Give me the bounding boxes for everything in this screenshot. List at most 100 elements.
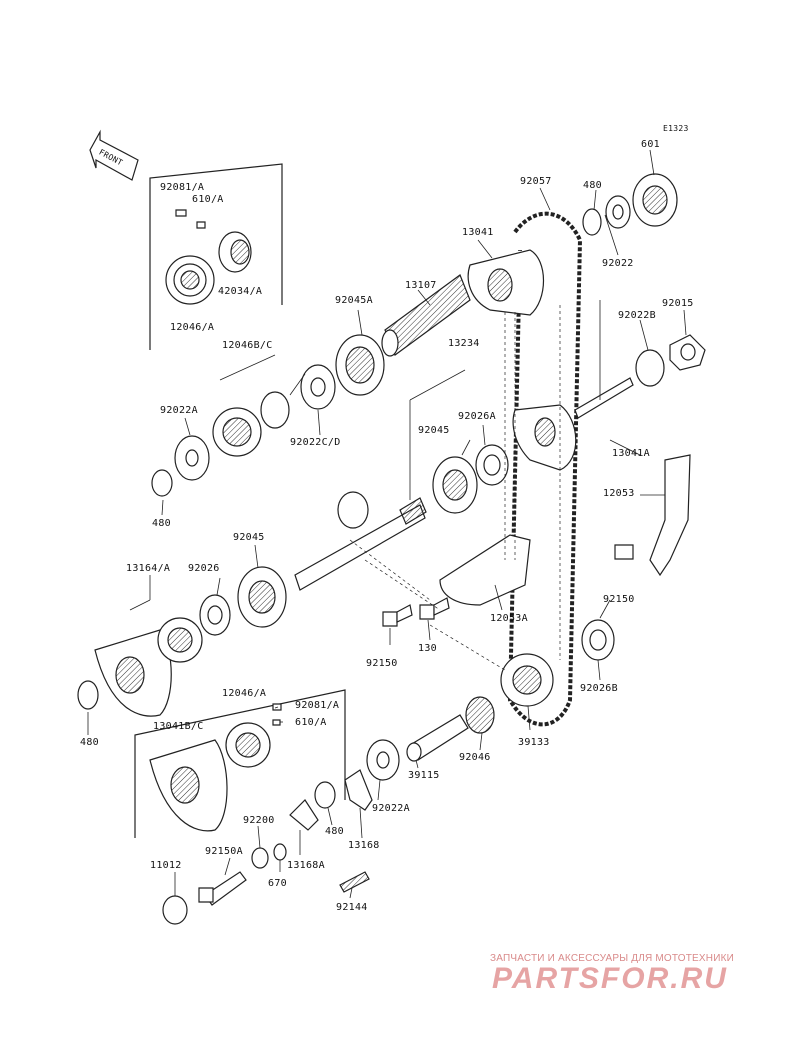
part-label-13168a: 13168A — [287, 860, 325, 871]
tensioner-arm-13041a — [513, 405, 576, 470]
group-frame-top — [150, 164, 282, 350]
cap-11012 — [163, 896, 187, 924]
part-label-92026b: 92026B — [580, 683, 618, 694]
part-label-92022cd: 92022C/D — [290, 437, 341, 448]
plate-13041bc — [150, 740, 227, 831]
part-label-92045-mid: 92045 — [418, 425, 450, 436]
shaft-39115 — [407, 715, 468, 761]
bracket-12053 — [615, 455, 690, 575]
alignment-lines — [350, 305, 560, 670]
part-label-92200: 92200 — [243, 815, 275, 826]
washer-92022-top — [606, 196, 630, 228]
plate-13164a — [95, 630, 171, 716]
tensioner-arm-13041 — [468, 250, 543, 315]
part-label-12046a-low: 12046/A — [222, 688, 267, 699]
part-label-39133: 39133 — [518, 737, 550, 748]
main-shaft — [295, 492, 426, 590]
seal-92026a — [476, 445, 508, 485]
part-label-92022a-low: 92022A — [372, 803, 410, 814]
washer-92026b — [582, 620, 614, 660]
sprocket-39133 — [501, 654, 553, 706]
part-label-92022-top: 92022 — [602, 258, 634, 269]
part-label-11012: 11012 — [150, 860, 182, 871]
part-label-480-lower: 480 — [80, 737, 99, 748]
plate-13168a — [290, 800, 318, 830]
sprocket-12046a-top — [166, 256, 214, 304]
part-label-92150-right: 92150 — [603, 594, 635, 605]
bolt-92081a-top — [176, 210, 186, 216]
washer-92022a-left — [175, 436, 209, 480]
part-label-13164a: 13164/A — [126, 563, 171, 574]
sprocket-13164a — [158, 618, 202, 662]
washer-92022a-low — [367, 740, 399, 780]
circlip-480-bottom — [315, 782, 335, 808]
part-label-92045a: 92045A — [335, 295, 373, 306]
part-label-92057: 92057 — [520, 176, 552, 187]
part-label-92026: 92026 — [188, 563, 220, 574]
bolt-92150-mid — [383, 605, 412, 626]
shaft-13107 — [382, 275, 470, 356]
group-frame-lower — [135, 690, 345, 838]
part-label-12053: 12053 — [603, 488, 635, 499]
shaft-13234 — [575, 378, 633, 418]
bearing-92045-mid — [433, 457, 477, 513]
part-label-610a-low: 610/A — [295, 717, 327, 728]
part-label-601: 601 — [641, 139, 660, 150]
circlip-480-left — [152, 470, 172, 496]
bolt-92150a — [199, 872, 246, 905]
part-label-480-bottom: 480 — [325, 826, 344, 837]
diagram-code: E1323 — [663, 124, 689, 133]
part-label-12046bc: 12046B/C — [222, 340, 273, 351]
part-label-12053a: 12053A — [490, 613, 528, 624]
washer-92022cd — [301, 365, 335, 409]
part-label-130: 130 — [418, 643, 437, 654]
circlip-480-top — [583, 209, 601, 235]
part-label-13041bc: 13041B/C — [153, 721, 204, 732]
watermark-tagline: ЗАПЧАСТИ И АКСЕССУАРЫ ДЛЯ МОТОТЕХНИКИ — [490, 953, 735, 964]
guide-12053a — [440, 535, 530, 605]
watermark-logo: PARTSFOR.RU — [492, 962, 728, 995]
leader-lines — [88, 150, 686, 898]
part-label-480-top: 480 — [583, 180, 602, 191]
part-label-12046a-top: 12046/A — [170, 322, 215, 333]
part-label-92015: 92015 — [662, 298, 694, 309]
circlip-480-lower — [78, 681, 98, 709]
bearing-92045a — [336, 335, 384, 395]
part-label-92150a: 92150A — [205, 846, 243, 857]
washer-92200 — [252, 848, 268, 868]
pin-610a-low — [273, 720, 280, 725]
front-arrow-icon — [90, 132, 138, 180]
part-label-92081a-top: 92081/A — [160, 182, 205, 193]
part-label-610a-top: 610/A — [192, 194, 224, 205]
bolt-130 — [420, 598, 449, 619]
part-label-92046: 92046 — [459, 752, 491, 763]
part-label-92081a-low: 92081/A — [295, 700, 340, 711]
ring-670 — [274, 844, 286, 860]
part-label-13234: 13234 — [448, 338, 480, 349]
part-label-92150-mid: 92150 — [366, 658, 398, 669]
bearing-601 — [633, 174, 677, 226]
bearing-92046 — [466, 697, 494, 733]
plate-13168 — [345, 770, 372, 810]
part-label-13168: 13168 — [348, 840, 380, 851]
pin-610a-top — [197, 222, 205, 228]
bearing-92045-low — [238, 567, 286, 627]
sprocket-12046bc — [213, 392, 289, 456]
part-label-42034a: 42034/A — [218, 286, 263, 297]
part-label-13041a: 13041A — [612, 448, 650, 459]
part-label-480-left: 480 — [152, 518, 171, 529]
part-label-13107: 13107 — [405, 280, 437, 291]
part-label-92144: 92144 — [336, 902, 368, 913]
part-label-13041: 13041 — [462, 227, 494, 238]
part-label-92026a: 92026A — [458, 411, 496, 422]
part-label-39115: 39115 — [408, 770, 440, 781]
nut-92015 — [670, 335, 705, 370]
part-label-92045-low: 92045 — [233, 532, 265, 543]
stud-92144 — [340, 872, 369, 892]
part-label-92022b: 92022B — [618, 310, 656, 321]
sprocket-12046a-low — [226, 723, 270, 767]
drive-chain-92057 — [510, 214, 580, 725]
washer-92022b — [636, 350, 664, 386]
hub-42034a — [219, 232, 251, 272]
